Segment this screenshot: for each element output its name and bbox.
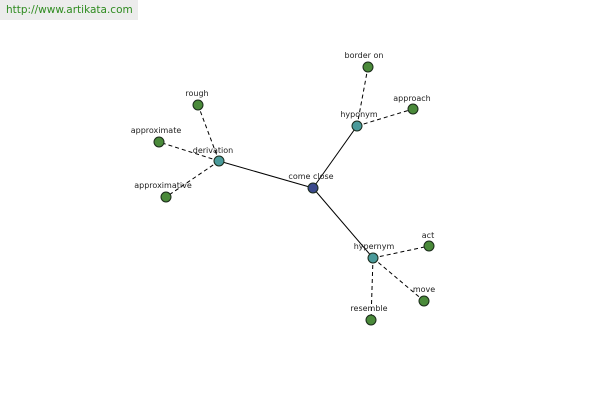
relation-label-hyponym: hyponym: [340, 110, 378, 119]
edge-center-to-derivation: [218, 160, 314, 189]
edge-derivation-to-rough: [197, 104, 220, 162]
term-node-move[interactable]: [418, 295, 430, 307]
relation-label-hypernym: hypernym: [354, 242, 395, 251]
relation-node-hypernym[interactable]: [367, 252, 379, 264]
nodes: [153, 61, 435, 326]
edge-hypernym-to-act: [372, 245, 430, 259]
labels: rough approximate approximative derivation b…: [131, 51, 436, 313]
edge-derivation-to-approximative: [165, 160, 220, 198]
term-label-rough: rough: [185, 89, 208, 98]
center-node-come-close[interactable]: [307, 182, 319, 194]
relation-node-derivation[interactable]: [213, 155, 225, 167]
term-label-act: act: [422, 231, 434, 240]
edge-center-to-hyponym: [312, 125, 358, 189]
term-label-approximative: approximative: [134, 181, 192, 190]
edge-derivation-to-approximate: [158, 141, 220, 162]
edge-hypernym-to-resemble: [370, 257, 374, 321]
term-label-resemble: resemble: [350, 304, 387, 313]
term-node-act[interactable]: [423, 240, 435, 252]
term-node-approach[interactable]: [407, 103, 419, 115]
edge-hyponym-to-border-on: [356, 66, 369, 127]
edge-center-to-hypernym: [312, 187, 374, 259]
source-link[interactable]: http://www.artikata.com: [6, 4, 133, 16]
term-node-approximative[interactable]: [160, 191, 172, 203]
term-node-rough[interactable]: [192, 99, 204, 111]
relation-label-derivation: derivation: [193, 146, 233, 155]
edge-hypernym-to-move: [372, 257, 425, 302]
term-label-border-on: border on: [345, 51, 384, 60]
term-node-resemble[interactable]: [365, 314, 377, 326]
edges: [158, 66, 430, 321]
center-label-come-close: come close: [288, 172, 333, 181]
relation-node-hyponym[interactable]: [351, 120, 363, 132]
term-label-move: move: [413, 285, 435, 294]
term-node-approximate[interactable]: [153, 136, 165, 148]
term-label-approach: approach: [393, 94, 430, 103]
term-label-approximate: approximate: [131, 126, 182, 135]
term-node-border-on[interactable]: [362, 61, 374, 73]
header-bar: [0, 0, 138, 20]
edge-hyponym-to-approach: [356, 108, 414, 127]
